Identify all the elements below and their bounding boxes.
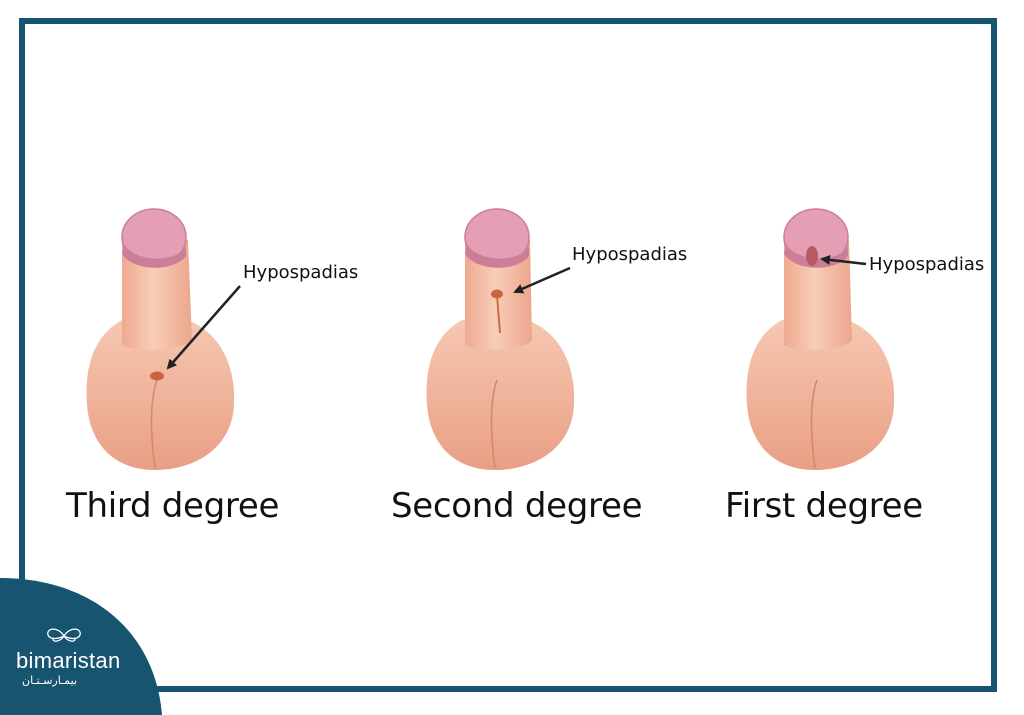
logo-background bbox=[0, 578, 162, 715]
raphe-line bbox=[490, 379, 498, 469]
pointer-arrow bbox=[513, 266, 571, 294]
figure-second-degree bbox=[426, 208, 575, 470]
meatus-opening bbox=[491, 289, 503, 299]
caption-third-degree: Third degree bbox=[66, 486, 280, 526]
raphe-line bbox=[810, 379, 818, 469]
meatus-opening bbox=[806, 246, 818, 266]
outer-frame bbox=[19, 18, 997, 692]
caption-first-degree: First degree bbox=[725, 486, 923, 526]
logo-wordmark: bimaristan bbox=[16, 648, 121, 673]
scrotum bbox=[746, 320, 895, 470]
scrotum bbox=[86, 320, 235, 470]
hypospadias-label-3: Hypospadias bbox=[869, 254, 985, 275]
hypospadias-label-2: Hypospadias bbox=[572, 244, 688, 265]
pointer-arrow bbox=[820, 254, 867, 266]
pointer-arrow bbox=[166, 285, 241, 370]
butterfly-icon bbox=[47, 628, 81, 642]
figure-third-degree bbox=[86, 208, 241, 470]
figure-first-degree bbox=[746, 208, 895, 470]
raphe-line bbox=[150, 379, 158, 469]
shaft bbox=[784, 240, 852, 350]
hypospadias-label-1: Hypospadias bbox=[243, 262, 359, 283]
scrotum bbox=[426, 320, 575, 470]
meatus-opening bbox=[150, 371, 164, 381]
urethral-groove bbox=[496, 294, 501, 334]
shaft bbox=[122, 240, 192, 350]
logo-arabic-wordmark: بيمـارسـتـان bbox=[22, 674, 78, 687]
caption-second-degree: Second degree bbox=[391, 486, 643, 526]
